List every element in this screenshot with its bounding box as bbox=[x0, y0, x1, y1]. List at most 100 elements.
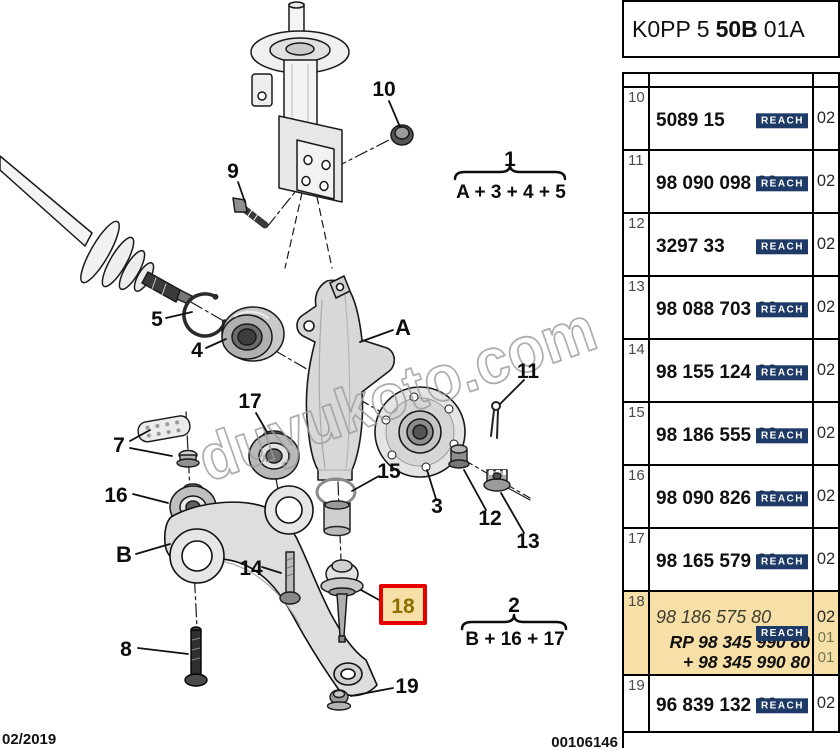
header-qty-cell bbox=[812, 74, 838, 86]
part-number: 3297 33 bbox=[656, 235, 725, 257]
part-ref-cell: 3297 33 REACH bbox=[650, 214, 812, 275]
part-quantity: 02 bbox=[812, 403, 838, 464]
diagram-label-5: 5 bbox=[151, 308, 163, 331]
part-ref-cell: 98 088 703 80 REACH bbox=[650, 277, 812, 338]
part-number: 98 090 098 80 bbox=[656, 172, 778, 194]
nut-19-part bbox=[326, 689, 352, 711]
part-quantity: 02 bbox=[812, 214, 838, 275]
part-ref-cell: 98 090 098 80 REACH bbox=[650, 151, 812, 212]
row-index: 13 bbox=[624, 277, 650, 338]
row-index: 12 bbox=[624, 214, 650, 275]
diagram-group-1: A + 3 + 4 + 5 bbox=[456, 182, 566, 203]
part-ref-cell: 5089 15 REACH bbox=[650, 88, 812, 149]
ball-joint-18-part bbox=[320, 559, 364, 643]
part-number: 98 090 826 80 bbox=[656, 487, 778, 509]
replacement-quantity: 01 bbox=[817, 629, 835, 646]
part-row-12[interactable]: 12 3297 33 REACH 02 bbox=[624, 212, 838, 275]
bushing-17-part bbox=[248, 430, 300, 480]
footer-doc-number: 00106146 bbox=[551, 734, 618, 750]
part-quantity: 02 bbox=[812, 88, 838, 149]
part-ref-cell: 98 186 575 80 REACH RP 98 345 990 80 + 9… bbox=[650, 592, 812, 674]
catalog-code-bold: 50B bbox=[715, 15, 758, 42]
part-row-16[interactable]: 16 98 090 826 80 REACH 02 bbox=[624, 464, 838, 527]
part-quantity: 02 bbox=[812, 529, 838, 590]
diagram-label-2: 2 bbox=[508, 594, 520, 617]
diagram-label-18: 18 bbox=[391, 595, 415, 618]
brace-group-1 bbox=[453, 163, 567, 181]
diagram-label-9: 9 bbox=[227, 160, 239, 183]
hub-3-part bbox=[374, 386, 466, 478]
part-row-14[interactable]: 14 98 155 124 80 REACH 02 bbox=[624, 338, 838, 401]
bushing-15-part bbox=[315, 477, 357, 537]
part-quantity: 02 bbox=[812, 277, 838, 338]
knuckle-part bbox=[296, 275, 396, 481]
part-row-15[interactable]: 15 98 186 555 80 REACH 02 bbox=[624, 401, 838, 464]
reach-badge[interactable]: REACH bbox=[755, 697, 808, 713]
reach-badge[interactable]: REACH bbox=[755, 364, 808, 380]
catalog-code-suffix: 01A bbox=[763, 15, 805, 42]
diagram-label-A: A bbox=[395, 315, 411, 340]
diagram-label-17: 17 bbox=[238, 390, 261, 413]
reach-badge[interactable]: REACH bbox=[755, 175, 808, 191]
part-ref-cell: 98 090 826 80 REACH bbox=[650, 466, 812, 527]
row-index: 16 bbox=[624, 466, 650, 527]
reach-badge[interactable]: REACH bbox=[755, 490, 808, 506]
bolt-14-part bbox=[279, 551, 301, 605]
header-ref-cell bbox=[650, 74, 812, 86]
leader-lines bbox=[129, 100, 525, 697]
strut-part bbox=[250, 1, 350, 203]
diagram-label-16: 16 bbox=[104, 484, 127, 507]
nut-12-part bbox=[448, 444, 470, 469]
part-number: 98 088 703 80 bbox=[656, 298, 778, 320]
diagram-label-11: 11 bbox=[517, 360, 540, 383]
part-row-11[interactable]: 11 98 090 098 80 REACH 02 bbox=[624, 149, 838, 212]
reach-badge[interactable]: REACH bbox=[755, 626, 808, 641]
diagram-label-12: 12 bbox=[478, 507, 501, 530]
reach-badge[interactable]: REACH bbox=[755, 301, 808, 317]
diagram-panel: duyukoto.com bbox=[0, 1, 618, 750]
part-row-10[interactable]: 10 5089 15 REACH 02 bbox=[624, 86, 838, 149]
diagram-label-15: 15 bbox=[377, 460, 401, 483]
part-number: 5089 15 bbox=[656, 109, 725, 131]
panel-gap bbox=[622, 58, 840, 72]
part-quantity: 02 bbox=[816, 608, 836, 626]
part-quantity: 02 bbox=[812, 151, 838, 212]
reach-badge[interactable]: REACH bbox=[755, 238, 808, 254]
part-row-17[interactable]: 17 98 165 579 80 REACH 02 bbox=[624, 527, 838, 590]
diagram-label-19: 19 bbox=[395, 675, 418, 698]
row-index: 19 bbox=[624, 676, 650, 731]
part-row-18-highlighted[interactable]: 18 98 186 575 80 REACH RP 98 345 990 80 … bbox=[624, 590, 838, 674]
exploded-view-svg: duyukoto.com bbox=[0, 1, 618, 750]
part-ref-cell: 98 165 579 80 REACH bbox=[650, 529, 812, 590]
part-quantity-cell: 02 01 01 bbox=[812, 592, 838, 674]
part-row-19[interactable]: 19 96 839 132 80 REACH 02 bbox=[624, 674, 838, 731]
bearing-4-part bbox=[221, 306, 285, 362]
brace-group-2 bbox=[460, 613, 568, 631]
diagram-label-8: 8 bbox=[120, 638, 132, 661]
reach-badge[interactable]: REACH bbox=[755, 112, 808, 128]
castle-nut-13-part bbox=[483, 469, 511, 492]
part-row-13[interactable]: 13 98 088 703 80 REACH 02 bbox=[624, 275, 838, 338]
bolt-8-part bbox=[184, 626, 208, 687]
highlight-box-18[interactable]: 18 bbox=[379, 584, 427, 625]
row-index: 14 bbox=[624, 340, 650, 401]
parts-table: 10 5089 15 REACH 02 11 98 090 098 80 REA… bbox=[622, 72, 840, 733]
row-index: 15 bbox=[624, 403, 650, 464]
row-index: 10 bbox=[624, 88, 650, 149]
table-header-row bbox=[624, 74, 838, 86]
table-border-stub bbox=[622, 733, 648, 748]
diagram-label-14: 14 bbox=[239, 557, 263, 580]
cotter-pin-11-part bbox=[490, 401, 501, 439]
part-ref-cell: 98 186 555 80 REACH bbox=[650, 403, 812, 464]
diagram-label-7: 7 bbox=[113, 434, 125, 457]
part-number: 98 165 579 80 bbox=[656, 550, 778, 572]
reach-badge[interactable]: REACH bbox=[755, 427, 808, 443]
diagram-label-1: 1 bbox=[504, 148, 516, 171]
row-index: 11 bbox=[624, 151, 650, 212]
reach-badge[interactable]: REACH bbox=[755, 553, 808, 569]
additional-quantity: 01 bbox=[817, 649, 835, 666]
additional-part-number: + 98 345 990 80 bbox=[683, 652, 810, 672]
